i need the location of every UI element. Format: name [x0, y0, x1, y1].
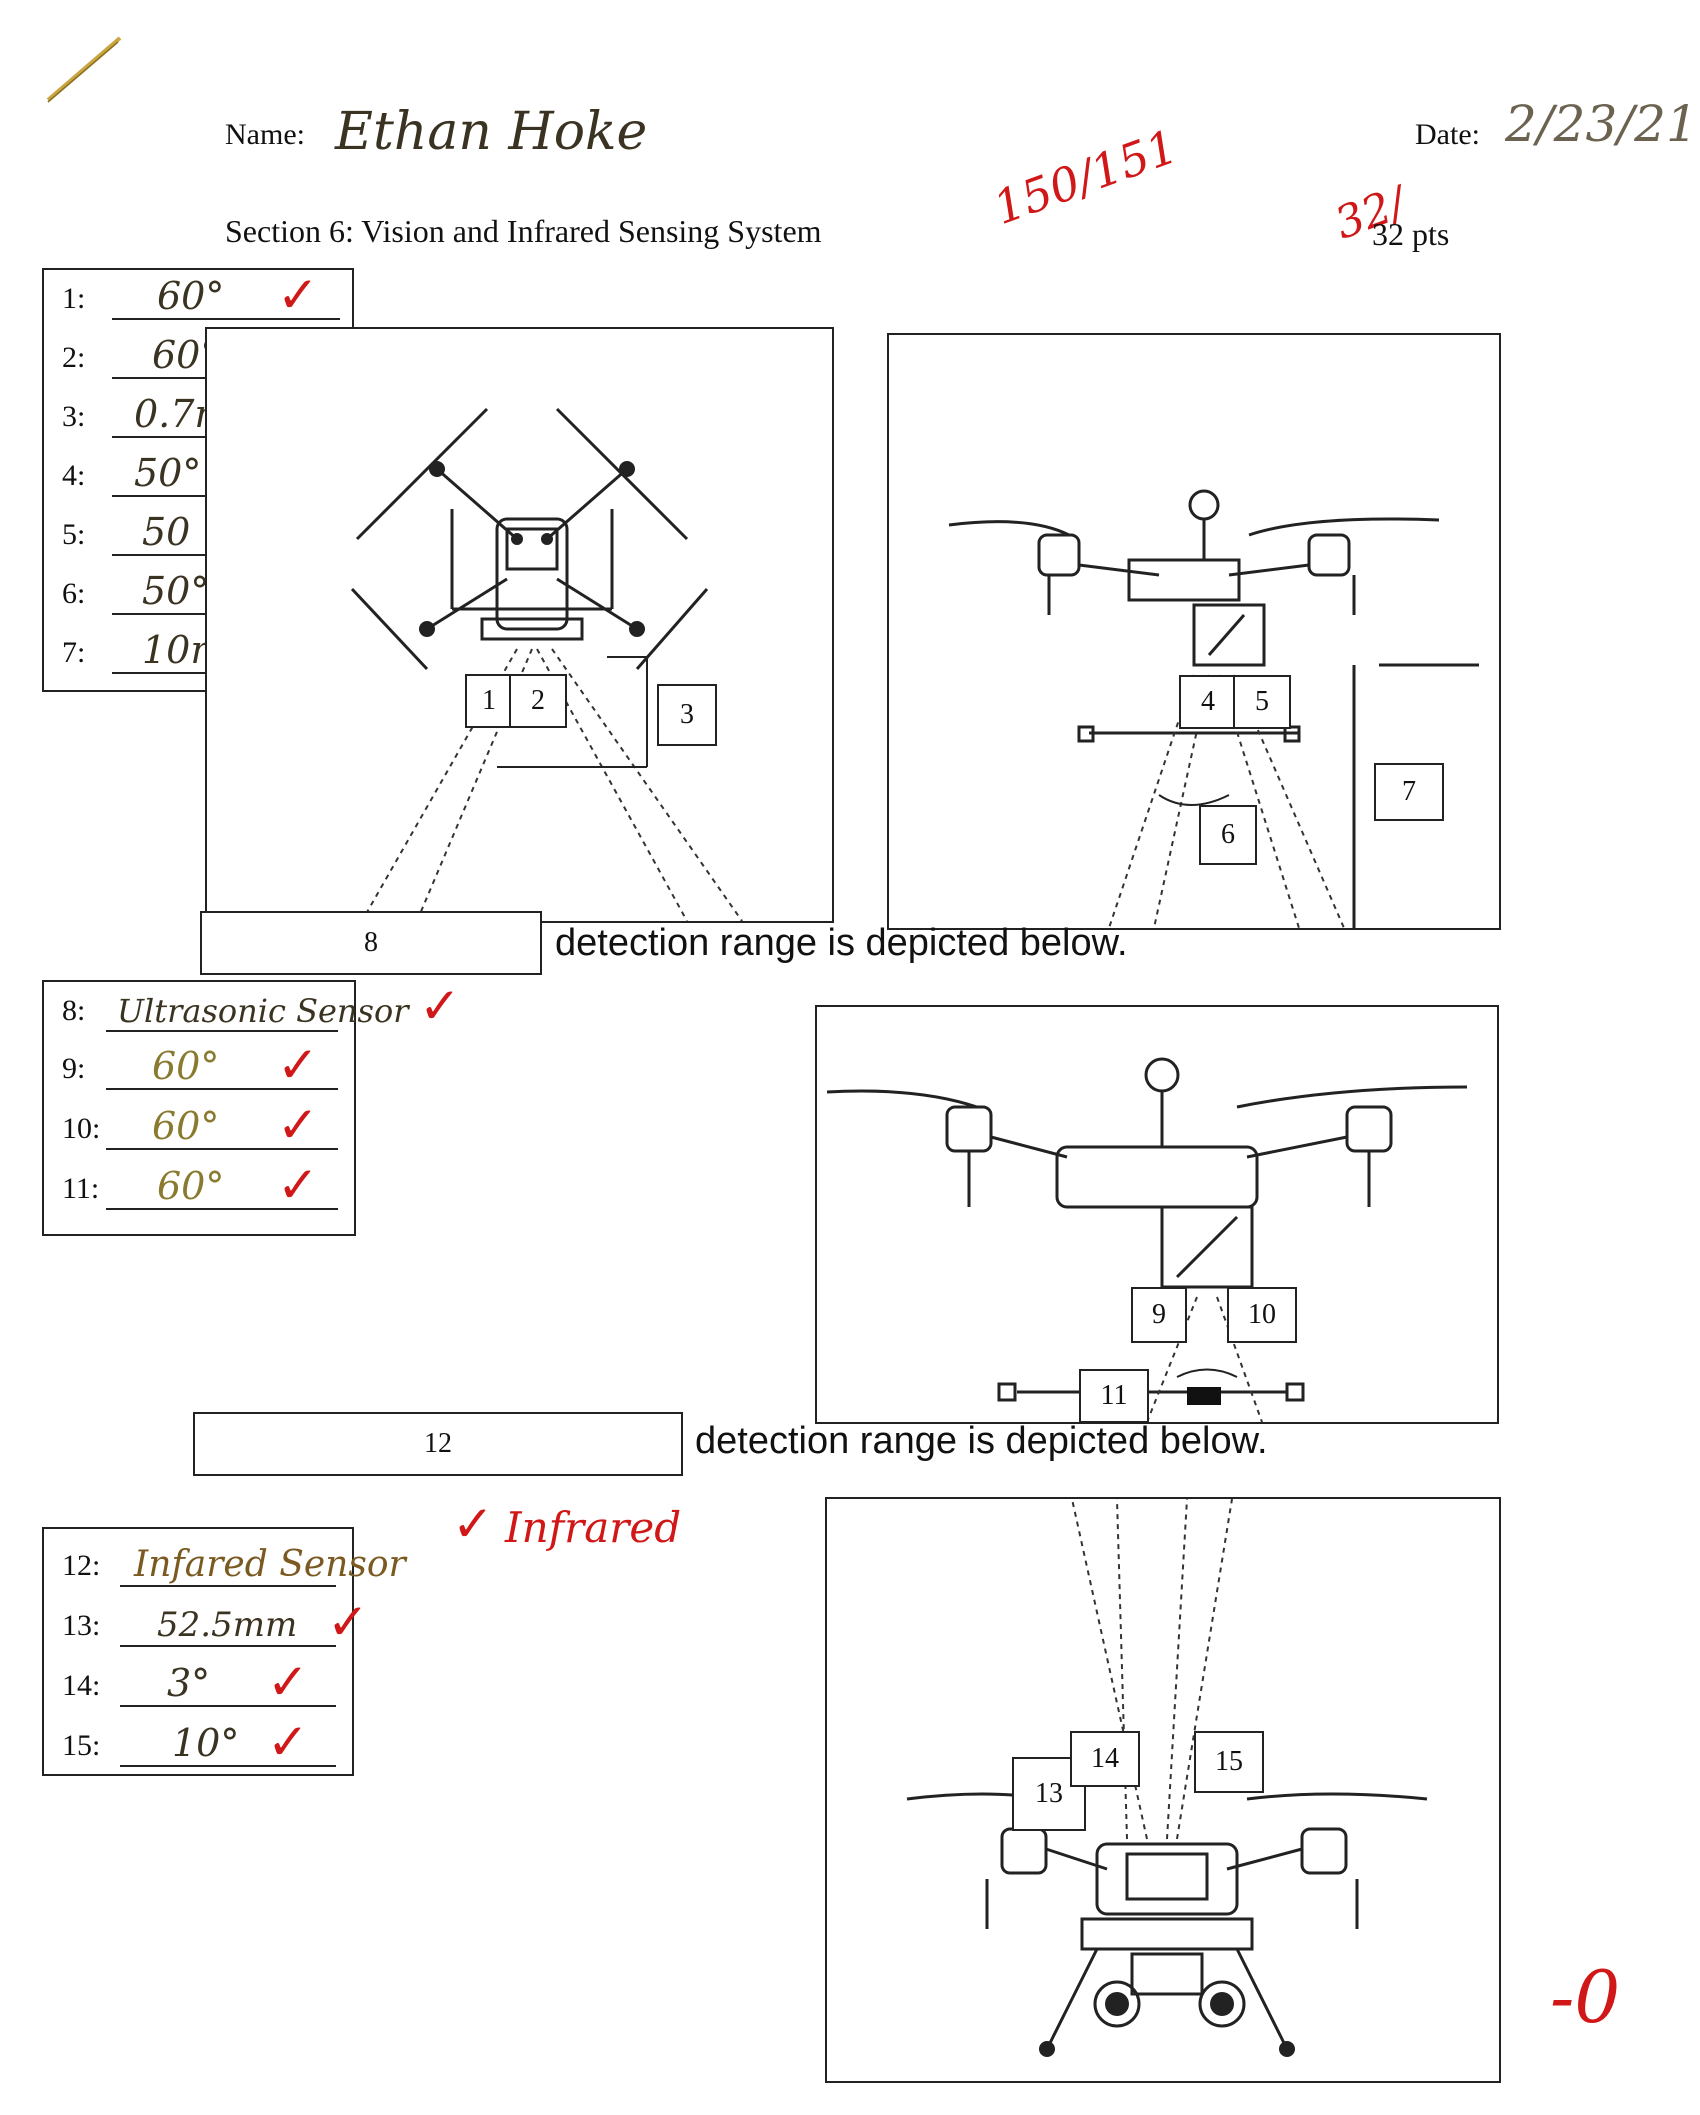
figure-label-1: 1	[465, 674, 513, 728]
figure-label-2: 2	[509, 674, 567, 728]
figure-label-6: 6	[1199, 805, 1257, 865]
answer-row: 15: 10° ✓	[62, 1714, 352, 1770]
answer-number: 3:	[62, 400, 86, 433]
answer-value[interactable]: 50°	[134, 451, 202, 495]
answer-row: 9: 60° ✓	[62, 1037, 352, 1093]
figure-label-8: 8	[200, 911, 542, 975]
check-mark-icon: ✓	[277, 1097, 319, 1153]
figure-drone-top-view: 1 2 3	[205, 327, 834, 923]
drone-infrared-icon	[906, 1498, 1428, 2057]
grading-mark: -0	[1550, 1955, 1621, 2039]
date-label: Date:	[1415, 118, 1480, 151]
answer-number: 11:	[62, 1172, 100, 1205]
answer-value[interactable]: 60°	[157, 274, 225, 318]
answer-box-12-15: 12: Infared Sensor 13: 52.5mm ✓ 14: 3° ✓…	[42, 1527, 406, 1776]
answer-number: 12:	[62, 1549, 101, 1582]
figure-label-11: 11	[1079, 1369, 1149, 1423]
check-mark-icon: ✓	[419, 978, 461, 1034]
drone-top-view-icon	[350, 407, 743, 922]
date-value: 2/23/21	[1505, 95, 1698, 153]
answer-line	[106, 1208, 338, 1210]
figure-label-14: 14	[1070, 1731, 1140, 1787]
answer-value[interactable]: 50°	[142, 569, 210, 613]
answer-value[interactable]: 60°	[157, 1164, 225, 1208]
answer-box-8-11: 8: Ultrasonic Sensor ✓ 9: 60° ✓ 10: 60° …	[42, 978, 461, 1236]
figure-label-15: 15	[1194, 1731, 1264, 1793]
figure-label-7: 7	[1374, 763, 1444, 821]
name-label: Name:	[225, 118, 305, 151]
section-points: 32 pts	[1372, 216, 1450, 252]
answer-number: 8:	[62, 994, 86, 1027]
answer-value[interactable]: 60°	[152, 1104, 220, 1148]
answer-number: 9:	[62, 1052, 86, 1085]
answer-value[interactable]: 50	[142, 510, 191, 554]
answer-number: 2:	[62, 341, 86, 374]
answer-row: 10: 60° ✓	[62, 1097, 352, 1153]
answer-value[interactable]: 60°	[152, 1044, 220, 1088]
check-mark-icon: ✓	[327, 1594, 369, 1650]
answer-line	[106, 1148, 338, 1150]
answer-value[interactable]: 10°	[172, 1721, 240, 1765]
figure-drone-side-view: 4 5 6 7	[887, 333, 1501, 930]
pencil-mark	[46, 36, 122, 103]
drone-side-view-icon	[948, 489, 1479, 929]
detection-range-sentence-8: detection range is depicted below.	[555, 922, 1128, 964]
check-mark-icon: ✓	[267, 1654, 309, 1710]
answer-number: 14:	[62, 1669, 101, 1702]
figure-label-12: 12	[193, 1412, 683, 1476]
figure-label-10: 10	[1227, 1287, 1297, 1343]
answer-number: 6:	[62, 577, 86, 610]
answer-line	[120, 1705, 336, 1707]
answer-number: 10:	[62, 1112, 101, 1145]
figure-label-3: 3	[657, 684, 717, 746]
check-mark-icon: ✓	[277, 1037, 319, 1093]
answer-line	[120, 1765, 336, 1767]
answer-value[interactable]: Ultrasonic Sensor	[117, 992, 409, 1030]
answer-row: 1: 60° ✓	[62, 267, 352, 323]
check-mark-icon: ✓	[452, 1496, 494, 1552]
answer-row: 12: Infared Sensor	[62, 1544, 406, 1587]
section-title: Section 6: Vision and Infrared Sensing S…	[225, 213, 822, 249]
figure-drone-ultrasonic: 9 10 11	[815, 1005, 1499, 1424]
answer-number: 4:	[62, 459, 86, 492]
answer-line	[106, 1088, 338, 1090]
answer-line	[120, 1645, 336, 1647]
answer-row: 8: Ultrasonic Sensor	[62, 992, 409, 1032]
check-mark-icon: ✓	[267, 1714, 309, 1770]
answer-value[interactable]: 3°	[167, 1661, 211, 1705]
check-mark-icon: ✓	[277, 267, 319, 323]
answer-line	[112, 318, 340, 320]
figure-label-9: 9	[1131, 1287, 1187, 1343]
correction-note: Infrared	[505, 1503, 682, 1552]
answer-number: 1:	[62, 282, 86, 315]
answer-number: 7:	[62, 636, 86, 669]
answer-number: 13:	[62, 1609, 101, 1642]
answer-line	[106, 1030, 338, 1032]
answer-row: 11: 60° ✓	[62, 1157, 352, 1213]
figure-label-5: 5	[1233, 675, 1291, 729]
answer-value[interactable]: 52.5mm	[157, 1605, 298, 1645]
check-mark-icon: ✓	[277, 1157, 319, 1213]
detection-range-sentence-12: detection range is depicted below.	[695, 1420, 1268, 1462]
answer-row: 14: 3° ✓	[62, 1654, 352, 1710]
answer-number: 5:	[62, 518, 86, 551]
drone-ultrasonic-icon	[826, 1057, 1468, 1423]
answer-row: 13: 52.5mm ✓	[62, 1594, 369, 1650]
answer-value[interactable]: Infared Sensor	[134, 1544, 406, 1585]
total-score: 150/151	[986, 118, 1185, 236]
answer-number: 15:	[62, 1729, 101, 1762]
name-value: Ethan Hoke	[335, 102, 648, 162]
figure-label-4: 4	[1179, 675, 1237, 729]
answer-line	[120, 1585, 336, 1587]
figure-drone-infrared: 13 14 15	[825, 1497, 1501, 2083]
